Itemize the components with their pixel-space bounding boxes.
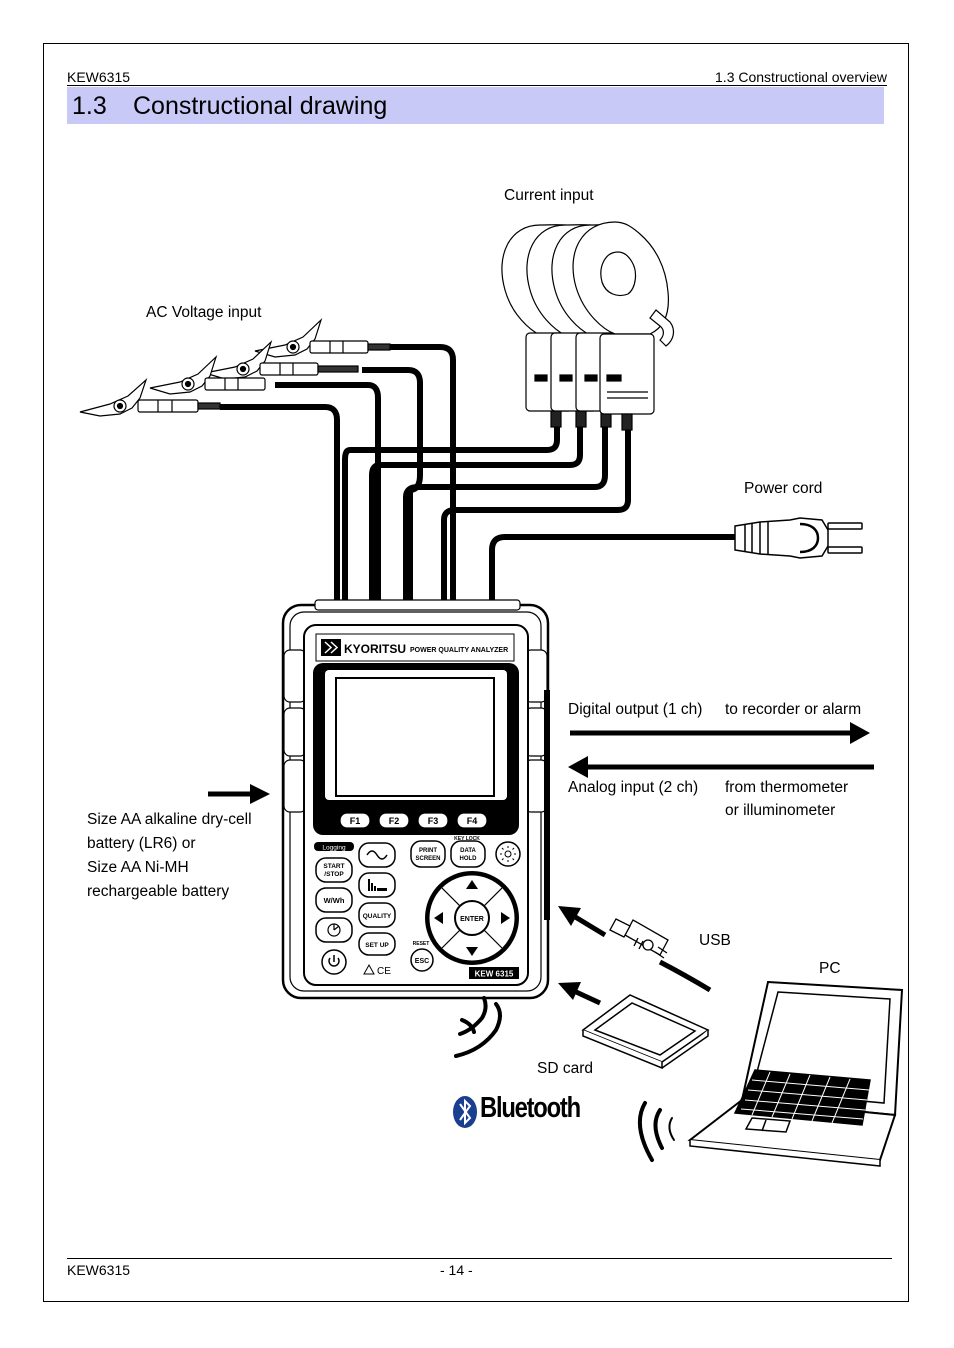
sd-arrow (572, 988, 602, 1006)
power-cord-label: Power cord (744, 480, 823, 497)
backlight-icon (500, 846, 516, 862)
device-brand: KYORITSU (344, 642, 406, 656)
current-clamp-sensors (501, 221, 675, 431)
analog-input-arrowhead (568, 756, 588, 778)
analog-input-source-line1: from thermometer (725, 779, 849, 796)
power-cord-cable (489, 534, 735, 605)
bluetooth-wordmark: Bluetooth (480, 1092, 581, 1124)
esc-button: ESC (415, 958, 429, 965)
battery-label-line2: battery (LR6) or (87, 835, 196, 852)
power-plug (734, 517, 863, 559)
sd-card (581, 994, 710, 1070)
section-title: Constructional drawing (133, 92, 388, 120)
harmonics-icon (368, 879, 387, 891)
print-screen-button: PRINT (419, 848, 437, 854)
battery-label-line3: Size AA Ni-MH (87, 859, 189, 876)
data-hold-button: DATA (460, 848, 476, 854)
logging-label: Logging (322, 845, 346, 852)
footer-doc-id: KEW6315 (67, 1262, 131, 1278)
enter-button: ENTER (460, 916, 484, 923)
io-arrows (208, 722, 874, 1006)
wireless-waves-device (454, 996, 502, 1058)
section-number: 1.3 (72, 92, 107, 120)
bluetooth-logo (453, 1096, 477, 1128)
usb-arrow (570, 912, 607, 938)
page-number: - 14 - (440, 1262, 473, 1278)
analog-input-source-line2: or illuminometer (725, 802, 836, 819)
kew6315-device: KYORITSU POWER QUALITY ANALYZER F1 F2 F3… (281, 599, 550, 1000)
key-lock-label: KEY LOCK (454, 836, 480, 842)
f3-key: F3 (428, 816, 439, 826)
usb-cable (609, 918, 712, 993)
nav-right-icon (501, 912, 510, 924)
usb-arrowhead (558, 906, 581, 926)
voltage-cable-3 (275, 382, 381, 605)
analog-input-label: Analog input (2 ch) (568, 779, 699, 796)
nav-down-icon (466, 947, 478, 956)
usb-label: USB (699, 932, 731, 949)
section-title-bar: 1.3 Constructional drawing (67, 87, 884, 124)
f4-key: F4 (467, 816, 478, 826)
footer-rule (67, 1258, 892, 1259)
ce-mark-icon: CE (377, 966, 391, 977)
digital-output-target-label: to recorder or alarm (725, 701, 862, 718)
reset-label: RESET (413, 941, 430, 947)
device-product-name: POWER QUALITY ANALYZER (410, 647, 508, 654)
power-icon (328, 955, 340, 967)
data-hold-button-line2: HOLD (460, 856, 478, 862)
digital-output-arrowhead (850, 722, 870, 744)
w-wh-button: W/Wh (324, 896, 345, 905)
start-stop-button: START (323, 863, 344, 870)
sd-card-label: SD card (537, 1060, 593, 1077)
f1-key: F1 (350, 816, 361, 826)
sd-arrowhead (558, 982, 581, 1000)
header-section: 1.3 Constructional overview (715, 69, 887, 85)
nav-up-icon (466, 880, 478, 889)
start-stop-button-line2: /STOP (324, 871, 344, 878)
page-frame (43, 43, 909, 1302)
device-model: KEW 6315 (475, 970, 514, 979)
digital-output-label: Digital output (1 ch) (568, 701, 703, 718)
current-cable-3 (403, 425, 608, 605)
voltage-clips (79, 317, 391, 417)
cables (220, 344, 735, 605)
nav-left-icon (434, 912, 443, 924)
battery-label-line1: Size AA alkaline dry-cell (87, 811, 252, 828)
header-doc-id: KEW6315 (67, 69, 131, 85)
f2-key: F2 (389, 816, 400, 826)
vector-icon (327, 923, 341, 937)
waveform-icon (366, 850, 388, 860)
current-cable-1 (342, 425, 560, 605)
current-cable-4 (441, 425, 631, 605)
voltage-cable-4 (220, 404, 340, 605)
print-screen-button-line2: SCREEN (415, 856, 440, 862)
voltage-cable-1 (388, 344, 456, 605)
current-input-label: Current input (504, 187, 594, 204)
header-rule (67, 85, 887, 86)
wireless-waves-pc (637, 1101, 675, 1162)
warning-icon (363, 963, 375, 975)
ac-voltage-input-label: AC Voltage input (146, 304, 262, 321)
battery-arrowhead (250, 784, 270, 804)
pc-label: PC (819, 960, 841, 977)
set-up-button: SET UP (365, 942, 389, 949)
quality-button: QUALITY (363, 913, 392, 920)
battery-label-line4: rechargeable battery (87, 883, 230, 900)
current-cable-2 (369, 425, 583, 605)
laptop-pc (687, 980, 904, 1167)
